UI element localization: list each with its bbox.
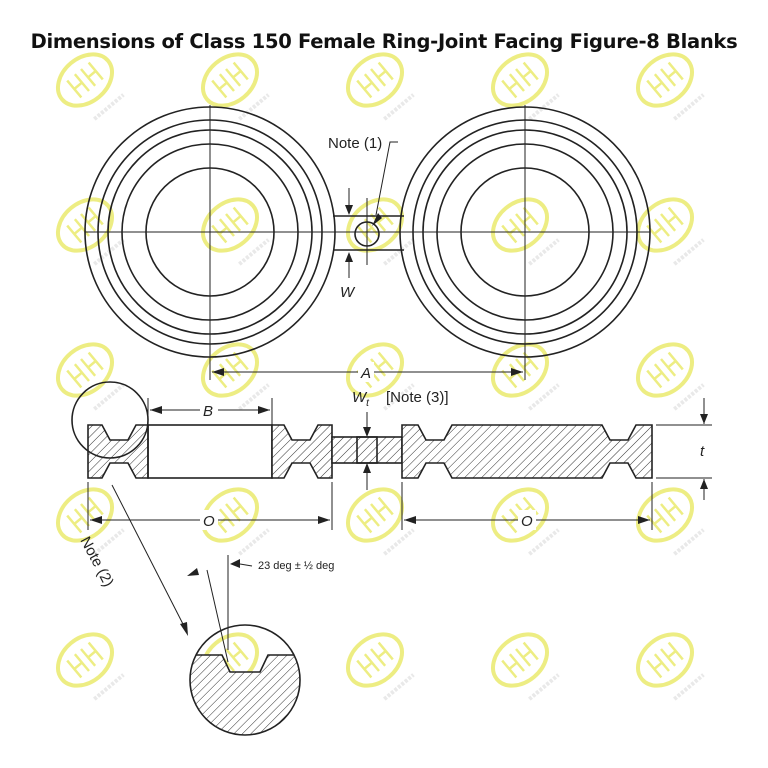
web-section <box>331 412 403 490</box>
watermark-logo <box>636 52 705 121</box>
a-label: A <box>360 365 371 382</box>
o-right-label: O <box>521 513 533 530</box>
detail-view <box>189 624 301 736</box>
dimension-o-right <box>401 482 653 530</box>
watermark-logo <box>346 197 415 266</box>
watermark-logo <box>346 632 415 701</box>
watermark-logo <box>56 52 125 121</box>
watermark-logo <box>56 342 125 411</box>
dimension-a <box>212 362 523 382</box>
watermark-logo <box>201 487 270 556</box>
watermark-layer <box>56 52 705 701</box>
watermark-logo <box>56 632 125 701</box>
watermark-logo <box>346 52 415 121</box>
wt-label: Wt <box>352 389 370 409</box>
watermark-logo <box>491 632 560 701</box>
t-label: t <box>700 443 705 460</box>
detail-callout-circle <box>71 381 149 459</box>
dimension-b <box>147 398 273 425</box>
watermark-logo <box>201 52 270 121</box>
watermark-logo <box>636 342 705 411</box>
dimension-t <box>656 398 712 500</box>
watermark-logo <box>346 487 415 556</box>
watermark-logo <box>201 197 270 266</box>
angle-label: 23 deg ± ½ deg <box>258 560 334 572</box>
diagram-title: Dimensions of Class 150 Female Ring-Join… <box>30 30 738 53</box>
watermark-logo <box>636 487 705 556</box>
watermark-logo <box>201 342 270 411</box>
right-blank-plan <box>399 105 651 380</box>
watermark-logo <box>491 52 560 121</box>
watermark-logo <box>491 342 560 411</box>
watermark-logo <box>636 632 705 701</box>
watermark-logo <box>491 197 560 266</box>
watermark-logo <box>56 487 125 556</box>
right-blank-section <box>401 424 653 479</box>
left-blank-plan <box>84 105 336 380</box>
b-label: B <box>203 403 213 420</box>
o-left-label: O <box>203 513 215 530</box>
watermark-logo <box>636 197 705 266</box>
web-plan <box>333 141 404 278</box>
w-label: W <box>340 284 356 301</box>
left-blank-section <box>87 424 333 479</box>
note-3-label: [Note (3)] <box>386 389 449 406</box>
note-1-label: Note (1) <box>328 135 382 152</box>
